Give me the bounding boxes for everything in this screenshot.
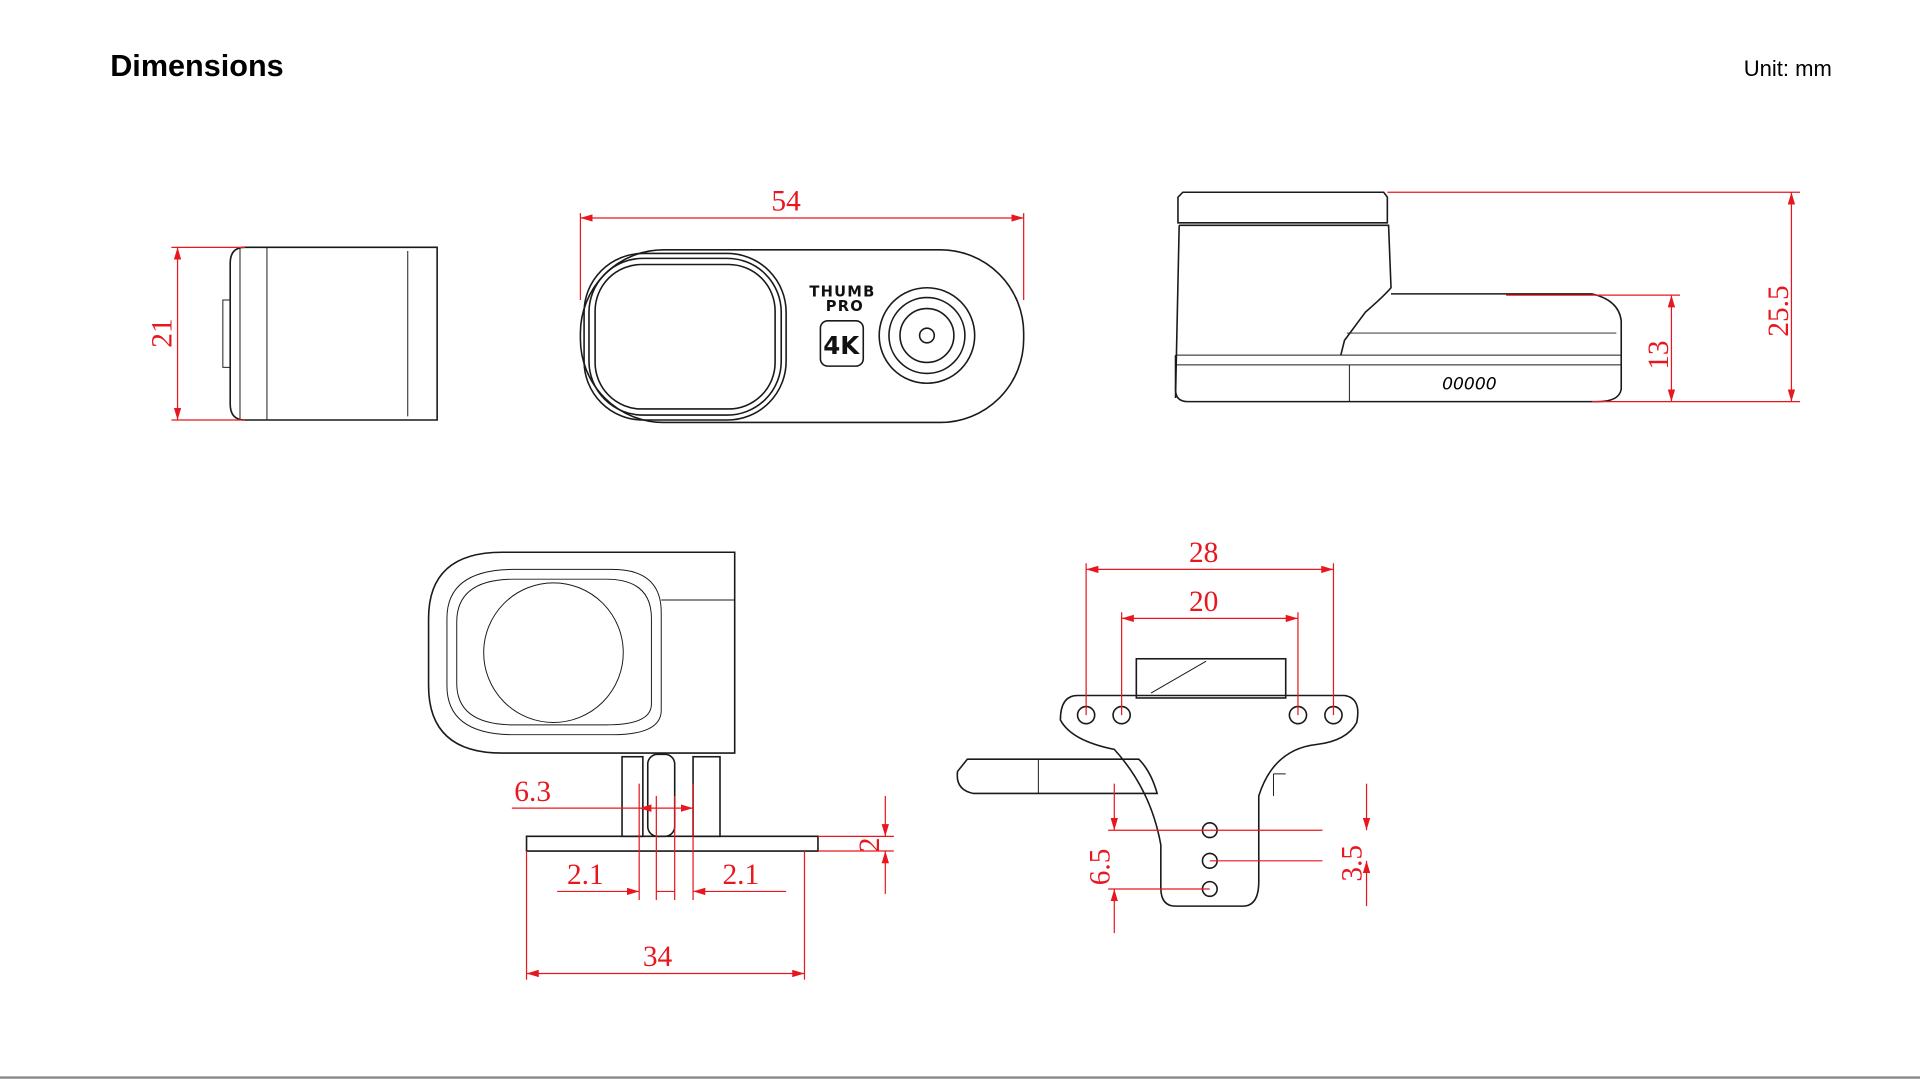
profile-view: 00000 25.5 13 xyxy=(1174,191,1800,403)
record-button-icon xyxy=(878,286,976,385)
logo-pro: PRO xyxy=(826,298,864,315)
dim-total-height: 25.5 xyxy=(1763,285,1795,336)
dim-mount-base-width: 34 xyxy=(643,941,673,973)
dim-mount-left: 2.1 xyxy=(567,859,604,891)
vent-icon: 00000 xyxy=(1442,374,1497,394)
dim-bracket-inner: 20 xyxy=(1189,586,1218,618)
badge-4k: 4K xyxy=(823,331,860,360)
page-title: Dimensions xyxy=(110,49,284,83)
dim-bracket-outer: 28 xyxy=(1189,537,1218,569)
front-view: THUMB PRO 4K 54 xyxy=(579,186,1025,424)
dim-plate-thickness: 2 xyxy=(854,838,886,853)
side-view: 21 xyxy=(146,246,438,421)
dim-step-height: 13 xyxy=(1643,340,1675,369)
bracket-view: 28 20 6.5 3.5 xyxy=(956,537,1371,934)
unit-label: Unit: mm xyxy=(1744,56,1832,81)
mount-view: 6.3 2.1 2.1 34 2 xyxy=(427,551,894,980)
logo-thumb: THUMB xyxy=(809,283,875,300)
dim-side-height: 21 xyxy=(146,318,178,347)
dim-front-width: 54 xyxy=(771,186,801,218)
dim-mount-gap: 6.3 xyxy=(514,776,551,808)
dim-mount-right: 2.1 xyxy=(722,859,759,891)
dim-bracket-hole-pitch: 3.5 xyxy=(1337,845,1369,882)
dim-bracket-drop: 6.5 xyxy=(1084,849,1116,886)
